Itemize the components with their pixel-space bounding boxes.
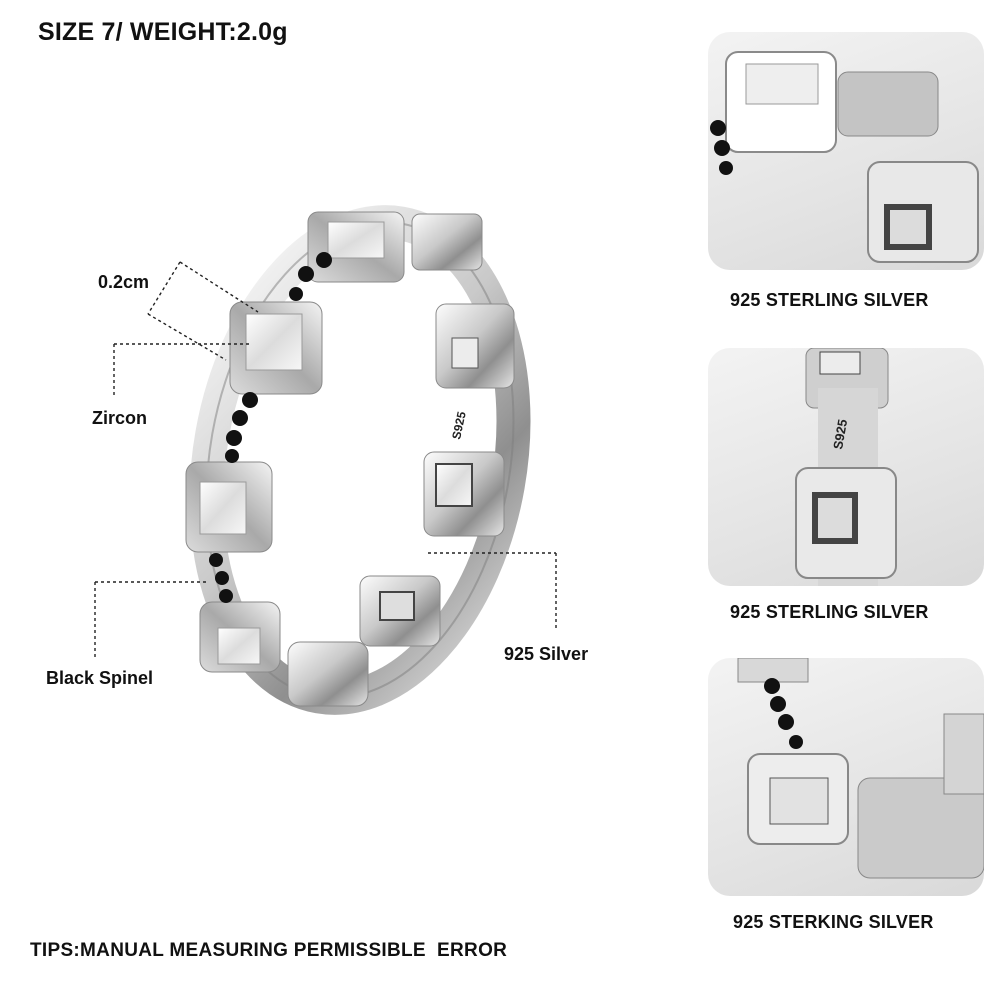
detail-panel-3 <box>708 658 984 896</box>
zircon-label: Zircon <box>92 408 148 428</box>
black-spinel-stones <box>209 252 332 603</box>
tips-footer: TIPS:MANUAL MEASURING PERMISSIBLE ERROR <box>30 940 508 961</box>
ring-illustration: S925 <box>94 205 557 715</box>
detail-caption-1: 925 STERLING SILVER <box>730 290 929 310</box>
detail-panel-1 <box>708 32 984 270</box>
detail-image-2: S925 <box>795 348 897 586</box>
detail-s925-stamp: S925 <box>830 418 850 451</box>
front-settings <box>185 211 483 707</box>
size-weight-title: SIZE 7/ WEIGHT:2.0g <box>38 18 288 46</box>
black-spinel-label: Black Spinel <box>46 668 154 688</box>
detail-caption-3: 925 STERKING SILVER <box>733 912 934 932</box>
detail-image-3 <box>737 658 984 879</box>
back-settings <box>359 303 515 647</box>
s925-stamp: S925 <box>449 410 469 441</box>
measure-label: 0.2cm <box>98 272 150 292</box>
callout-lines <box>94 261 557 660</box>
detail-image-1 <box>710 51 979 263</box>
detail-caption-2: 925 STERLING SILVER <box>730 602 929 622</box>
silver-label: 925 Silver <box>504 644 589 664</box>
detail-panel-2: S925 <box>708 348 984 586</box>
